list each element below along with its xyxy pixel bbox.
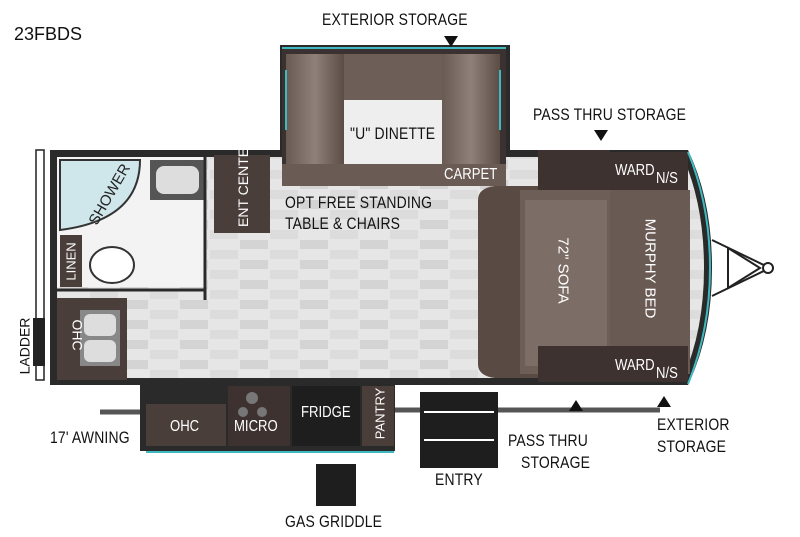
label-gas-griddle: GAS GRIDDLE	[285, 512, 383, 531]
label-murphy-bed: MURPHY BED	[641, 218, 659, 319]
linen-cabinet	[60, 235, 82, 287]
entry-steps	[420, 392, 498, 468]
dinette-table	[344, 100, 442, 164]
dinette-back	[344, 54, 442, 100]
arrow-pass-thru-top	[594, 130, 608, 141]
label-sofa: 72" SOFA	[554, 237, 572, 304]
fridge	[292, 386, 360, 446]
label-exterior-storage-top: EXTERIOR STORAGE	[322, 10, 468, 29]
label-u-dinette: "U" DINETTE	[350, 124, 436, 143]
arrow-pass-thru-bottom	[569, 400, 583, 411]
label-ladder: LADDER	[16, 317, 33, 375]
label-opt-table-1: OPT FREE STANDING	[285, 193, 433, 212]
label-carpet: CARPET	[444, 166, 498, 183]
label-entry: ENTRY	[435, 470, 483, 489]
label-pass-thru-bottom-2: STORAGE	[521, 453, 591, 472]
label-ent-center: ENT CENTER	[235, 137, 251, 227]
ward-bottom	[610, 346, 688, 382]
arrow-exterior-top	[444, 36, 458, 47]
ladder	[35, 149, 45, 381]
label-linen: LINEN	[63, 242, 79, 281]
dinette-seat-left	[286, 54, 344, 164]
ward-top	[610, 152, 688, 190]
label-ns-bottom: N/S	[656, 365, 678, 382]
ohc-bottom	[146, 404, 226, 446]
label-pantry: PANTRY	[372, 387, 388, 440]
pantry	[362, 386, 394, 446]
ent-center-cabinet	[214, 155, 270, 233]
toilet	[89, 246, 135, 284]
label-exterior-bottom-1: EXTERIOR	[657, 415, 730, 434]
arrow-exterior-bottom	[657, 396, 671, 407]
label-ns-top: N/S	[656, 170, 678, 187]
pass-thru-bottom-box	[538, 346, 610, 382]
gas-griddle	[316, 464, 356, 506]
label-ward-bottom: WARD	[615, 357, 655, 374]
pass-thru-top	[538, 150, 610, 190]
label-ohc-left: OHC	[69, 319, 86, 351]
dinette-seat-right	[442, 54, 500, 164]
label-micro: MICRO	[234, 418, 278, 435]
label-ohc-bottom: OHC	[170, 418, 200, 435]
carpet-strip	[282, 164, 506, 186]
label-exterior-bottom-2: STORAGE	[657, 437, 727, 456]
label-awning: 17' AWNING	[50, 428, 130, 447]
shower-stall	[59, 159, 142, 232]
model-name: 23FBDS	[14, 24, 83, 44]
murphy-bed	[610, 190, 690, 374]
label-pass-thru-storage-top: PASS THRU STORAGE	[533, 105, 687, 124]
label-fridge: FRIDGE	[301, 404, 351, 421]
label-pass-thru-bottom-1: PASS THRU	[508, 431, 588, 450]
label-opt-table-2: TABLE & CHAIRS	[285, 214, 401, 233]
label-ward-top: WARD	[615, 162, 655, 179]
